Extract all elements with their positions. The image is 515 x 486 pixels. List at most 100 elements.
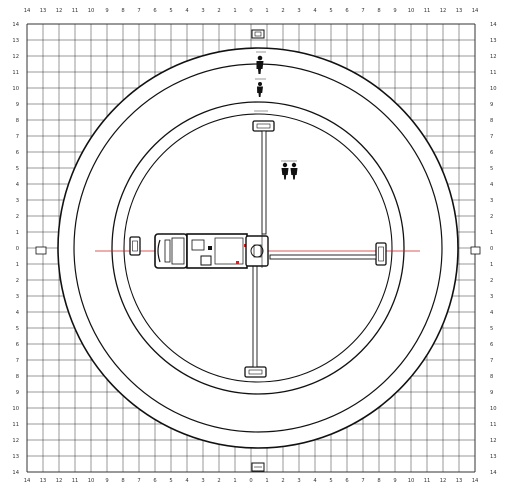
- tick-x-bottom: 4: [313, 478, 317, 484]
- tick-y-left: 10: [12, 406, 19, 412]
- tick-x-top: 14: [24, 8, 31, 14]
- tick-y-right: 14: [490, 22, 497, 28]
- tick-y-right: 3: [490, 294, 493, 300]
- tick-y-left: 14: [12, 22, 19, 28]
- tick-x-top: 12: [440, 8, 447, 14]
- tick-y-left: 12: [12, 438, 19, 444]
- tick-x-bottom: 1: [233, 478, 236, 484]
- tick-x-top: 7: [137, 8, 140, 14]
- turntable: [245, 235, 269, 267]
- cab: [154, 233, 188, 269]
- tick-y-right: 10: [490, 86, 497, 92]
- tick-y-left: 11: [12, 422, 19, 428]
- tick-y-left: 2: [16, 214, 19, 220]
- tick-x-bottom: 12: [56, 478, 63, 484]
- tick-x-bottom: 13: [40, 478, 47, 484]
- tick-y-left: 8: [16, 118, 19, 124]
- outrigger-pad-icon: [129, 236, 141, 256]
- tick-y-left: 4: [16, 182, 20, 188]
- tick-x-bottom: 11: [424, 478, 431, 484]
- tick-x-bottom: 2: [217, 478, 220, 484]
- tick-x-bottom: 7: [137, 478, 140, 484]
- tick-y-right: 7: [490, 358, 493, 364]
- outrigger-pad-icon: [244, 366, 267, 378]
- tick-y-right: 13: [490, 454, 497, 460]
- tick-x-top: 14: [472, 8, 479, 14]
- outrigger-pad-icon: [375, 242, 387, 266]
- tick-y-right: 1: [490, 262, 493, 268]
- tick-y-right: 12: [490, 54, 497, 60]
- tick-x-bottom: 10: [88, 478, 95, 484]
- tick-x-top: 2: [281, 8, 284, 14]
- tick-x-top: 6: [153, 8, 156, 14]
- tick-y-left: 7: [16, 134, 19, 140]
- tick-y-right: 2: [490, 214, 493, 220]
- tick-x-bottom: 0: [249, 478, 252, 484]
- tick-y-right: 2: [490, 278, 493, 284]
- tick-y-left: 13: [12, 454, 19, 460]
- tick-x-bottom: 4: [185, 478, 189, 484]
- x-axis-top: 14 13 12 11 10 9 8 7 6 5 4 3 2 1 0 1 2 3…: [24, 8, 479, 14]
- tick-y-right: 14: [490, 470, 497, 476]
- tick-x-top: 4: [185, 8, 189, 14]
- tick-x-top: 10: [88, 8, 95, 14]
- tick-y-right: 11: [490, 70, 497, 76]
- tick-x-bottom: 11: [72, 478, 79, 484]
- tick-x-top: 13: [40, 8, 47, 14]
- right-marker: [470, 246, 481, 255]
- tick-y-right: 3: [490, 198, 493, 204]
- tick-x-top: 12: [56, 8, 63, 14]
- tick-y-left: 13: [12, 38, 19, 44]
- tick-x-top: 1: [233, 8, 236, 14]
- y-axis-right: 14 13 12 11 10 9 8 7 6 5 4 3 2 1 0 1 2 3…: [490, 22, 497, 476]
- left-marker: [35, 246, 47, 255]
- x-axis-bottom: 14 13 12 11 10 9 8 7 6 5 4 3 2 1 0 1 2 3…: [24, 478, 479, 484]
- tick-x-bottom: 2: [281, 478, 284, 484]
- tick-y-left: 6: [16, 150, 19, 156]
- tick-y-right: 8: [490, 118, 493, 124]
- tick-x-top: 5: [169, 8, 172, 14]
- tick-y-right: 12: [490, 438, 497, 444]
- tick-y-right: 4: [490, 310, 494, 316]
- tick-y-right: 9: [490, 102, 493, 108]
- tick-y-right: 6: [490, 342, 493, 348]
- tick-x-bottom: 10: [408, 478, 415, 484]
- tick-y-left: 12: [12, 54, 19, 60]
- tick-y-left: 2: [16, 278, 19, 284]
- tick-x-top: 13: [456, 8, 463, 14]
- tick-y-left: 11: [12, 70, 19, 76]
- tick-y-right: 11: [490, 422, 497, 428]
- tick-x-top: 6: [345, 8, 348, 14]
- outrigger-pad-icon: [252, 120, 275, 132]
- tick-x-top: 10: [408, 8, 415, 14]
- tick-x-top: 8: [377, 8, 380, 14]
- tick-y-left: 5: [16, 166, 19, 172]
- tick-x-bottom: 13: [456, 478, 463, 484]
- person-icon: [257, 82, 263, 97]
- tick-y-right: 6: [490, 150, 493, 156]
- outrigger-left: [129, 236, 141, 256]
- tick-x-top: 7: [361, 8, 364, 14]
- tick-y-right: 5: [490, 326, 493, 332]
- tick-x-bottom: 14: [472, 478, 479, 484]
- tick-y-right: 8: [490, 374, 493, 380]
- tick-y-left: 6: [16, 342, 19, 348]
- tick-x-bottom: 6: [153, 478, 156, 484]
- y-axis-left: 14 13 12 11 10 9 8 7 6 5 4 3 2 1 0 1 2 3…: [12, 22, 19, 476]
- tick-x-top: 3: [201, 8, 204, 14]
- tick-x-bottom: 14: [24, 478, 31, 484]
- tick-y-right: 9: [490, 390, 493, 396]
- tick-y-left: 3: [16, 198, 19, 204]
- tick-x-top: 5: [329, 8, 332, 14]
- tick-x-top: 1: [265, 8, 268, 14]
- tick-y-right: 0: [490, 246, 493, 252]
- tick-x-bottom: 5: [169, 478, 172, 484]
- person-icon: [256, 55, 264, 74]
- tick-x-bottom: 3: [297, 478, 300, 484]
- tick-x-top: 4: [313, 8, 317, 14]
- tick-x-bottom: 8: [377, 478, 380, 484]
- tick-x-top: 9: [393, 8, 396, 14]
- top-marker: [251, 29, 265, 39]
- outrigger-right: [269, 242, 387, 266]
- tick-x-top: 11: [72, 8, 79, 14]
